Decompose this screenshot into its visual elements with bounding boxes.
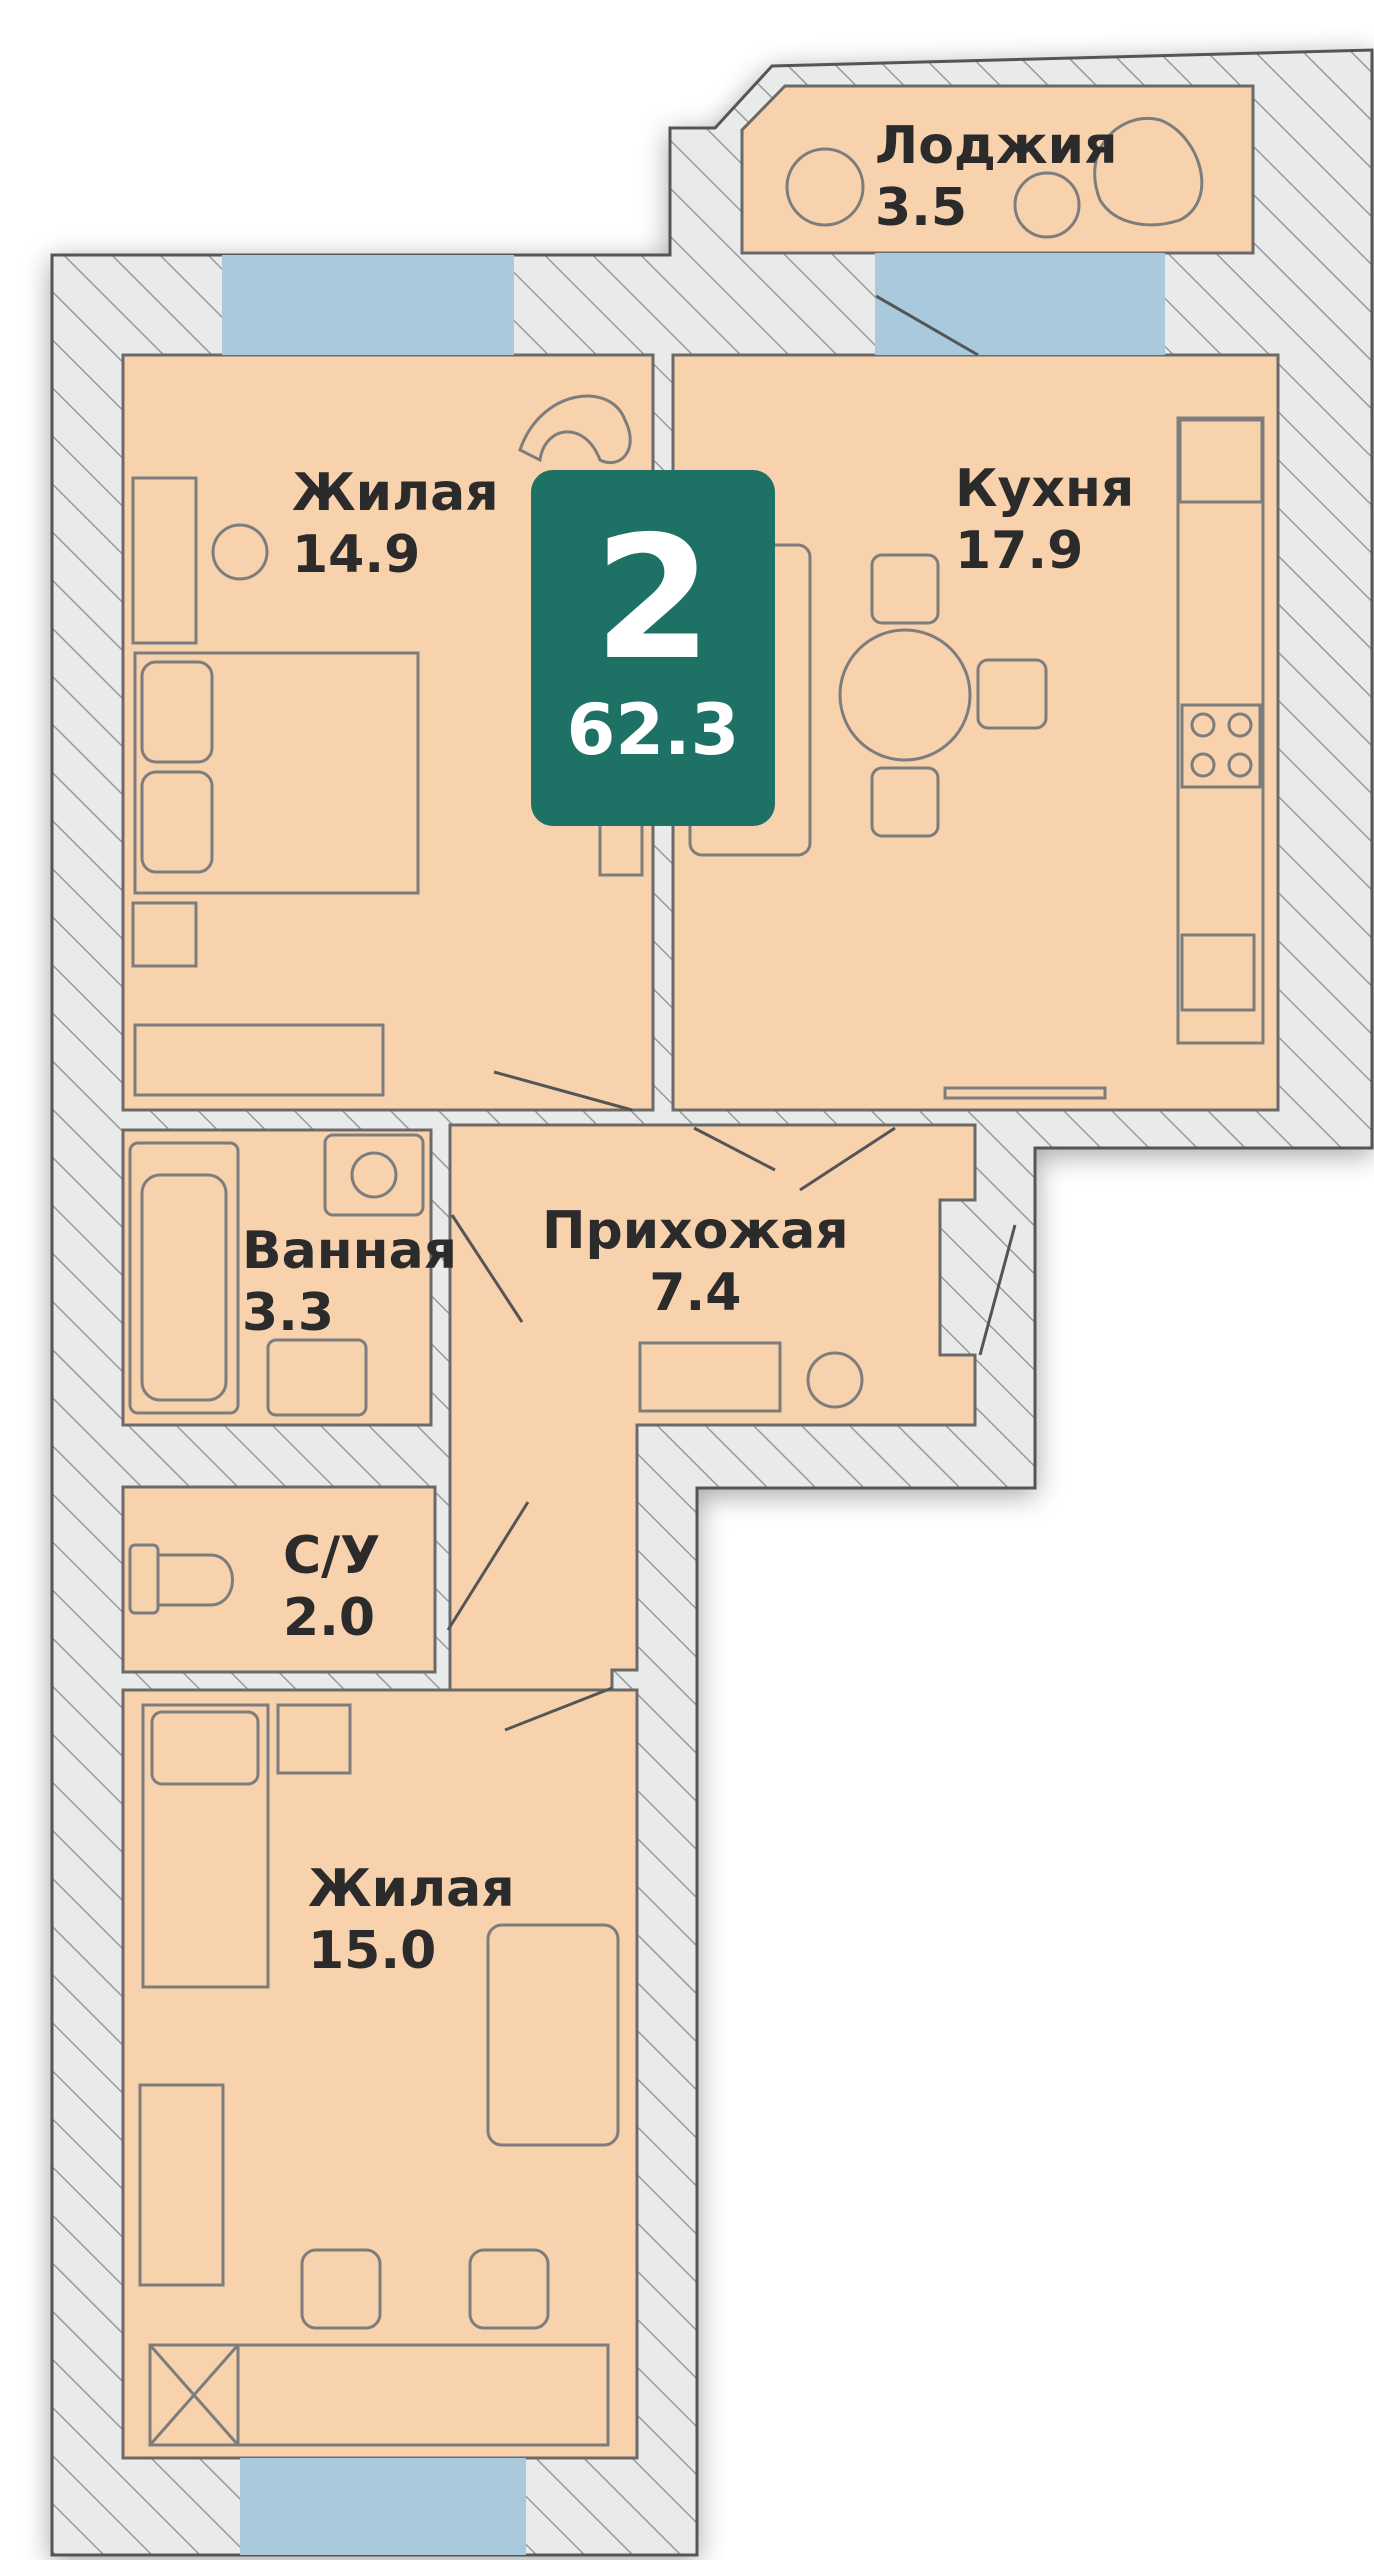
chair-desk-1 <box>300 2248 382 2330</box>
lamp-living1 <box>211 523 269 581</box>
bathtub-inner <box>140 1173 228 1402</box>
total-area: 62.3 <box>566 689 740 771</box>
doors <box>446 294 1017 1732</box>
burner-2 <box>1227 712 1253 738</box>
dining-table <box>838 628 972 762</box>
chair-right <box>976 658 1048 730</box>
room-name: Ванная <box>242 1221 458 1281</box>
window-living2 <box>240 2458 526 2555</box>
rooms-count: 2 <box>593 500 713 698</box>
washing-machine <box>323 1133 425 1217</box>
door-living1 <box>493 1070 633 1112</box>
windows <box>222 253 1165 2555</box>
pillow-2 <box>140 770 214 874</box>
rack-living1 <box>133 1023 385 1097</box>
washing-machine-drum <box>350 1151 398 1199</box>
pillow-single <box>150 1710 260 1786</box>
wardrobe-living1 <box>131 476 198 645</box>
room-name: Лоджия <box>875 116 1118 176</box>
floor-loggia <box>740 84 1255 255</box>
door-living2 <box>504 1686 613 1732</box>
sink-kitchen <box>1180 933 1256 1012</box>
loggia-table <box>1013 171 1081 239</box>
room-name: Кухня <box>955 459 1135 519</box>
apartment-badge: 2 62.3 <box>531 470 775 826</box>
nightstand-living2 <box>276 1703 352 1775</box>
burner-3 <box>1190 752 1216 778</box>
door-wc <box>446 1501 530 1631</box>
burner-4 <box>1227 752 1253 778</box>
room-name: Жилая <box>292 463 499 523</box>
rack-hallway <box>638 1341 782 1413</box>
door-kitchen-loggia <box>875 294 979 357</box>
chair-top <box>870 553 940 625</box>
counter <box>1176 416 1265 1045</box>
room-label-bathroom: Ванная 3.3 <box>242 1220 457 1344</box>
room-label-loggia: Лоджия 3.5 <box>875 115 1117 239</box>
door-kitchen <box>693 1126 776 1172</box>
room-label-wc: С/У 2.0 <box>283 1525 380 1649</box>
room-area: 3.3 <box>242 1283 335 1343</box>
room-area: 7.4 <box>649 1263 742 1323</box>
bed-single <box>141 1703 270 1989</box>
room-area: 17.9 <box>955 521 1084 581</box>
bed-double <box>133 651 420 895</box>
floor-bathroom <box>121 1128 433 1427</box>
wardrobe-living2 <box>138 2083 225 2287</box>
kitchen-shelf <box>943 1086 1107 1100</box>
room-name: Прихожая <box>542 1201 849 1261</box>
desk-living2 <box>148 2343 610 2447</box>
room-name: С/У <box>283 1526 381 1586</box>
room-label-hallway: Прихожая 7.4 <box>542 1200 849 1324</box>
door-entrance <box>978 1224 1017 1356</box>
room-area: 15.0 <box>308 1921 437 1981</box>
floor-wc <box>121 1485 437 1674</box>
pillow-1 <box>140 660 214 764</box>
sofa-living2 <box>486 1923 620 2147</box>
sink-bathroom <box>266 1338 368 1417</box>
room-label-living2: Жилая 15.0 <box>308 1858 515 1982</box>
room-label-kitchen: Кухня 17.9 <box>955 458 1134 582</box>
burner-1 <box>1190 712 1216 738</box>
fridge <box>1178 418 1264 504</box>
lamp-hallway <box>806 1351 864 1409</box>
chair-bottom <box>870 766 940 838</box>
room-name: Жилая <box>308 1859 515 1919</box>
armchair-living1 <box>518 394 632 465</box>
room-area: 3.5 <box>875 178 968 238</box>
window-kitchen <box>875 253 1165 355</box>
room-label-living1: Жилая 14.9 <box>292 462 499 586</box>
bathtub <box>128 1141 240 1415</box>
room-area: 14.9 <box>292 525 421 585</box>
nightstand <box>131 901 198 968</box>
window-living1 <box>222 255 514 355</box>
room-area: 2.0 <box>283 1588 376 1648</box>
toilet-bowl <box>156 1553 234 1607</box>
stove <box>1180 703 1262 789</box>
door-bathroom <box>450 1214 524 1323</box>
loggia-plant <box>785 147 865 227</box>
floor-living2 <box>121 1688 639 2460</box>
door-kitchen-2 <box>799 1126 896 1192</box>
chair-desk-2 <box>468 2248 550 2330</box>
loggia-chair <box>1093 117 1204 227</box>
desk-cross-2 <box>148 2344 240 2446</box>
